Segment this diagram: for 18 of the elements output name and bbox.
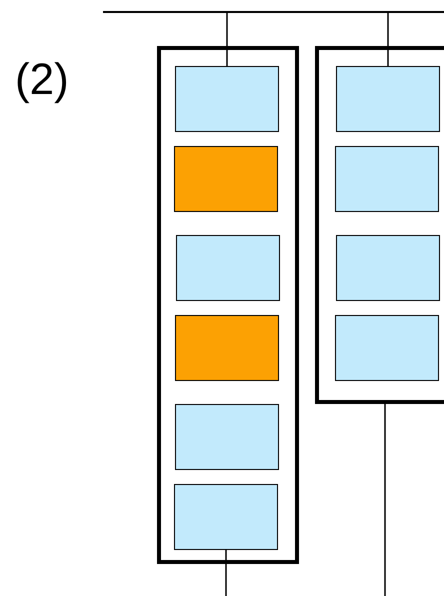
highlighted-block xyxy=(174,146,278,212)
column-frame xyxy=(315,46,444,404)
block xyxy=(335,315,439,381)
panel-label: (2) xyxy=(15,58,69,102)
column-frame xyxy=(157,46,299,564)
block xyxy=(336,66,440,132)
block xyxy=(336,235,440,301)
block xyxy=(176,235,280,301)
highlighted-block xyxy=(175,315,279,381)
connector-line xyxy=(384,404,386,596)
block xyxy=(175,66,279,132)
connector-line xyxy=(226,12,228,66)
bus-line xyxy=(103,11,444,13)
block xyxy=(174,484,278,550)
connector-line xyxy=(225,550,227,596)
connector-line xyxy=(387,12,389,66)
block xyxy=(335,146,439,212)
block xyxy=(175,404,279,470)
